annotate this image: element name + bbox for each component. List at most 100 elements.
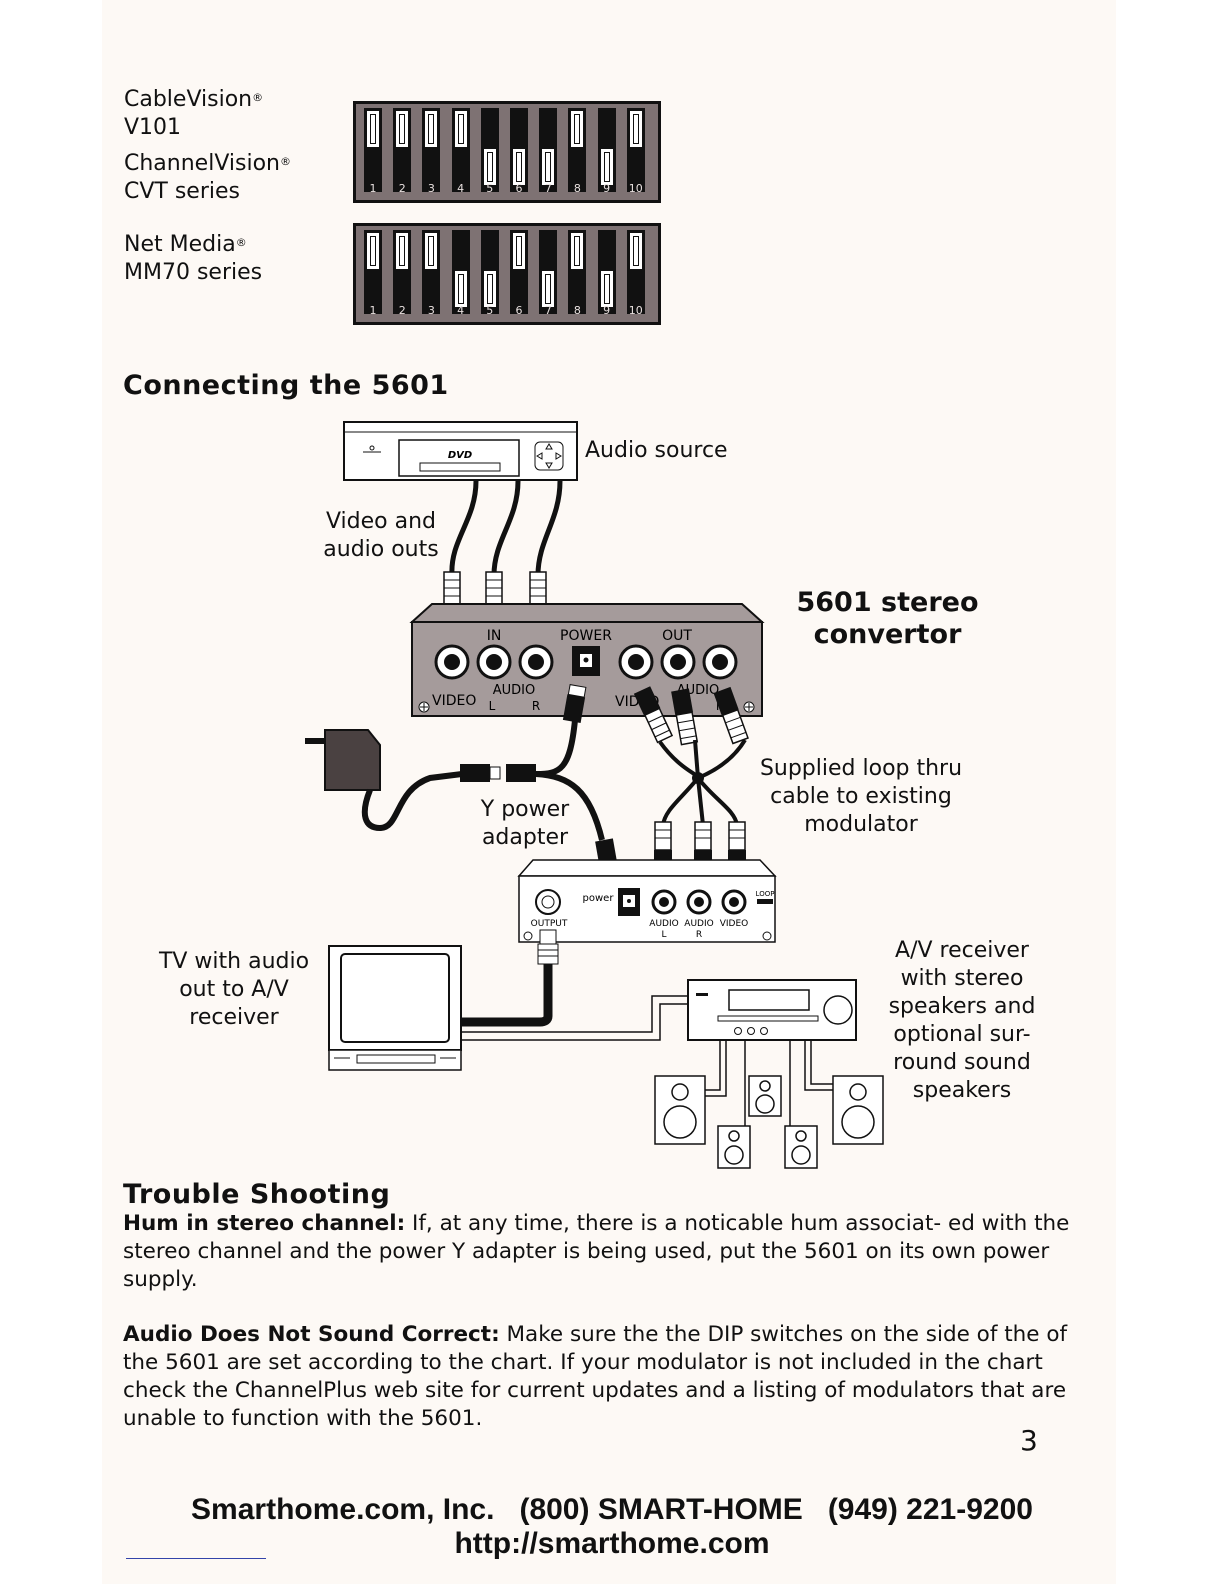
- dip-switch-5: [480, 108, 499, 192]
- dip-switch-9: [597, 108, 616, 192]
- audio-title: Audio Does Not Sound Correct:: [123, 1322, 500, 1347]
- dip-switch-knob: [570, 110, 585, 148]
- panel-power-label: POWER: [560, 628, 612, 644]
- dip-switch-knob: [512, 148, 526, 186]
- dip-switch-4: [451, 230, 470, 314]
- loop-plugs-top: [633, 686, 749, 746]
- dip-switch-knob: [395, 110, 410, 148]
- dip-switch-knob: [395, 232, 410, 270]
- dip-switch-knob: [424, 232, 439, 270]
- mod-l-label: L: [661, 930, 666, 940]
- dip-switch-9: [597, 230, 616, 314]
- dip-switch-knob: [453, 270, 468, 308]
- trouble-heading: Trouble Shooting: [123, 1179, 391, 1210]
- mod-loop-label: LOOP: [756, 890, 775, 898]
- mod-video-label: VIDEO: [720, 919, 749, 929]
- dip-switch-knob: [453, 110, 468, 148]
- footer-url[interactable]: http://smarthome.com: [454, 1527, 770, 1560]
- footer-company: Smarthome.com, Inc. (800) SMART-HOME (94…: [191, 1493, 1033, 1526]
- dip-switch-number: 4: [457, 182, 465, 195]
- page-number: 3: [1020, 1424, 1038, 1457]
- dip-switch-number: 5: [486, 304, 494, 317]
- panel-in-label: IN: [487, 628, 502, 644]
- dip-switch-4: [451, 108, 470, 192]
- dip-switch-1: [364, 230, 382, 314]
- dvd-player: DVD: [343, 421, 578, 481]
- dvd-cables: [449, 480, 563, 576]
- dip-switch-knob: [482, 148, 497, 186]
- dip-switch-10: [626, 230, 645, 314]
- dip-switch-knob: [366, 110, 380, 148]
- dip-switch-knob: [541, 270, 556, 308]
- av-receiver-label: A/V receiver with stereo speakers and op…: [888, 938, 1036, 1103]
- dip-switch-8: [568, 230, 587, 314]
- dip-switch-number: 5: [486, 182, 494, 195]
- dip-switch-knob: [424, 110, 439, 148]
- dip-switch-number: 3: [427, 182, 435, 195]
- panel-out-label: OUT: [662, 628, 692, 644]
- dip-switch-number: 10: [628, 182, 643, 195]
- dip-switch-knob: [599, 270, 614, 308]
- dip-switch-3: [422, 108, 441, 192]
- audio-source-label: Audio source: [585, 438, 728, 463]
- audio-paragraph: Audio Does Not Sound Correct: Make sure …: [123, 1321, 1073, 1433]
- coax-cable: [462, 929, 559, 1027]
- hum-text: If, at any time, there is a noticable hu…: [123, 1211, 1070, 1292]
- dip-label-cablevision: CableVision® V101: [124, 87, 264, 140]
- hum-paragraph: Hum in stereo channel: If, at any time, …: [123, 1210, 1073, 1294]
- audio-text: Make sure the the DIP switches on the si…: [123, 1322, 1068, 1431]
- loop-thru-label: Supplied loop thru cable to existing mod…: [759, 756, 963, 837]
- dip-switch-number: 7: [544, 304, 552, 317]
- dip-switch-knob: [599, 148, 614, 186]
- dip-switch-number: 6: [515, 182, 523, 195]
- power-adapter: [305, 729, 381, 791]
- mod-r-label: R: [696, 930, 702, 940]
- dip-switch-number: 8: [573, 182, 581, 195]
- panel-l-label: L: [489, 699, 496, 713]
- convertor-5601: IN POWER OUT VIDEO AUDIO L R VIDEO AUDIO…: [409, 603, 765, 717]
- mod-output-label: OUTPUT: [531, 919, 568, 929]
- y-power-label: Y power adapter: [480, 797, 570, 850]
- dip-switch-6: [510, 230, 528, 314]
- tv-label: TV with audio out to A/V receiver: [158, 949, 310, 1030]
- dip-switch-knob: [541, 148, 556, 186]
- panel-r-label: R: [532, 699, 540, 713]
- tv: [328, 945, 462, 1071]
- dvd-label: DVD: [448, 450, 472, 461]
- dip-switch-number: 2: [398, 304, 406, 317]
- dip-switch-number: 4: [457, 304, 465, 317]
- footer-rule: [126, 1558, 266, 1559]
- wiring-diagram: DVD IN POWER OUT VID: [305, 421, 884, 1169]
- dip-switch-number: 3: [427, 304, 435, 317]
- dip-switch-2: [393, 108, 412, 192]
- av-receiver: [687, 979, 857, 1041]
- dip-switch-7: [539, 108, 558, 192]
- dip-switch-knob: [512, 232, 526, 270]
- connecting-heading: Connecting the 5601: [123, 370, 449, 401]
- dip-switch-1: [364, 108, 382, 192]
- video-audio-outs-label: Video and audio outs: [323, 509, 439, 562]
- dip-switch-knob: [628, 232, 643, 270]
- hum-title: Hum in stereo channel:: [123, 1211, 406, 1236]
- dip-switch-number: 7: [544, 182, 552, 195]
- mod-audio-r-label: AUDIO: [684, 919, 713, 929]
- dip-switch-number: 9: [603, 304, 611, 317]
- dip-switch-number: 1: [369, 182, 377, 195]
- panel-video-label: VIDEO: [432, 693, 476, 709]
- dip-switch-2: [393, 230, 412, 314]
- dip-label-netmedia: Net Media® MM70 series: [124, 232, 263, 285]
- y-power-cable: [361, 719, 605, 841]
- mod-power-label: power: [583, 893, 615, 904]
- dip-switch-8: [568, 108, 587, 192]
- dip-switch-number: 6: [515, 304, 523, 317]
- dip-switch-number: 10: [628, 304, 643, 317]
- convertor-label: 5601 stereo convertor: [796, 587, 979, 650]
- dip-switch-knob: [628, 110, 643, 148]
- dip-label-channelvision: ChannelVision® CVT series: [124, 151, 291, 204]
- loop-cables: [658, 738, 747, 826]
- dip-switch-knob: [366, 232, 380, 270]
- dip-switch-number: 2: [398, 182, 406, 195]
- dip-switch-number: 1: [369, 304, 377, 317]
